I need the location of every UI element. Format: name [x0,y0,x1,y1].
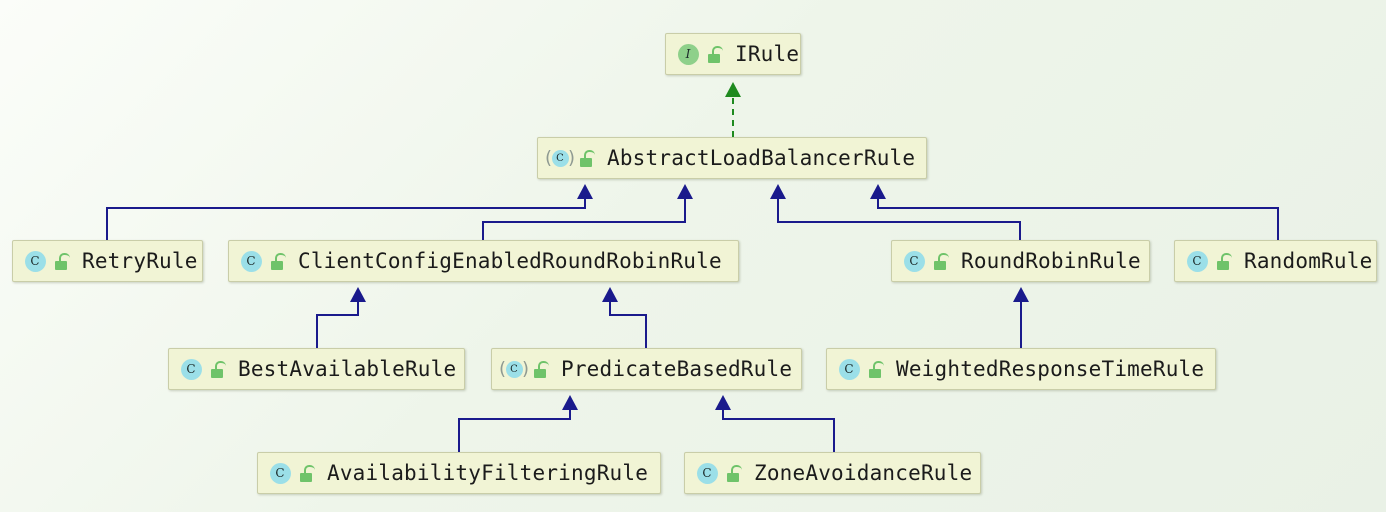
arrowhead-inheritance [770,184,786,199]
public-unlocked-padlock-icon [933,252,949,270]
edge-weightedresponsetimerule-to-roundrobinrule [1013,287,1029,348]
edge-retryrule-to-abstractloadbalancerrule [106,184,593,240]
class-node-label: ClientConfigEnabledRoundRobinRule [298,249,722,273]
public-unlocked-padlock-icon [210,360,226,378]
arrowhead-inheritance [870,184,886,199]
class-node-label: IRule [735,42,800,66]
public-unlocked-padlock-icon [579,149,595,167]
class-icon-letter: C [551,149,569,167]
arrowhead-inheritance [602,287,618,302]
class-icon: C [268,461,292,485]
class-icon-letter: C [240,250,262,272]
class-icon-letter: C [696,462,718,484]
abstract-class-icon: C [548,146,572,170]
class-node-zoneavoidancerule[interactable]: C ZoneAvoidanceRule [684,452,981,494]
class-node-randomrule[interactable]: C RandomRule [1174,240,1377,282]
class-icon: C [837,357,861,381]
class-icon-letter: C [1186,250,1208,272]
class-node-retryrule[interactable]: C RetryRule [12,240,203,282]
interface-icon-letter: I [677,43,699,65]
class-icon: C [23,249,47,273]
arrowhead-inheritance [1013,287,1029,302]
class-node-label: AbstractLoadBalancerRule [607,146,916,170]
class-node-clientconfigenabledroundrobinrule[interactable]: C ClientConfigEnabledRoundRobinRule [228,240,739,282]
arrowhead-inheritance [677,184,693,199]
public-unlocked-padlock-icon [54,252,70,270]
class-node-roundrobinrule[interactable]: C RoundRobinRule [891,240,1150,282]
arrowhead-inheritance [577,184,593,199]
public-unlocked-padlock-icon [1216,252,1232,270]
public-unlocked-padlock-icon [299,464,315,482]
edge-availabilityfilteringrule-to-predicatebasedrule [458,395,578,452]
class-icon-letter: C [24,250,46,272]
edge-zoneavoidancerule-to-predicatebasedrule [715,395,835,452]
class-node-abstractloadbalancerrule[interactable]: C AbstractLoadBalancerRule [537,137,927,179]
class-node-availabilityfilteringrule[interactable]: C AvailabilityFilteringRule [257,452,661,494]
public-unlocked-padlock-icon [726,464,742,482]
edge-roundrobinrule-to-abstractloadbalancerrule [770,184,1021,240]
public-unlocked-padlock-icon [868,360,884,378]
class-node-weightedresponsetimerule[interactable]: C WeightedResponseTimeRule [826,348,1216,390]
class-icon-letter: C [505,360,523,378]
edge-abstractloadbalancerrule-to-irule [725,82,741,137]
class-node-label: RandomRule [1244,249,1373,273]
class-icon: C [695,461,719,485]
class-node-irule[interactable]: I IRule [665,33,801,75]
public-unlocked-padlock-icon [707,45,723,63]
arrowhead-inheritance [350,287,366,302]
arrowhead-inheritance [562,395,578,410]
class-icon-letter: C [180,358,202,380]
class-node-label: RoundRobinRule [961,249,1141,273]
class-node-label: PredicateBasedRule [561,357,793,381]
class-node-label: BestAvailableRule [238,357,457,381]
class-icon-letter: C [903,250,925,272]
class-node-label: ZoneAvoidanceRule [754,461,973,485]
class-icon: C [239,249,263,273]
class-icon-letter: C [838,358,860,380]
public-unlocked-padlock-icon [270,252,286,270]
class-node-label: WeightedResponseTimeRule [896,357,1205,381]
public-unlocked-padlock-icon [533,360,549,378]
edge-clientconfigenabledroundrobinrule-to-abstractloadbalancerrule [482,184,693,240]
class-icon: C [1185,249,1209,273]
interface-icon: I [676,42,700,66]
edge-predicatebasedrule-to-clientconfigenabledroundrobinrule [602,287,647,348]
arrowhead-realization [725,82,741,97]
class-node-label: AvailabilityFilteringRule [327,461,649,485]
abstract-class-icon: C [502,357,526,381]
class-node-label: RetryRule [82,249,198,273]
arrowhead-inheritance [715,395,731,410]
class-node-predicatebasedrule[interactable]: C PredicateBasedRule [491,348,802,390]
edge-bestavailablerule-to-clientconfigenabledroundrobinrule [316,287,366,348]
class-icon: C [902,249,926,273]
class-icon: C [179,357,203,381]
class-node-bestavailablerule[interactable]: C BestAvailableRule [168,348,465,390]
edge-randomrule-to-abstractloadbalancerrule [870,184,1279,240]
class-icon-letter: C [269,462,291,484]
